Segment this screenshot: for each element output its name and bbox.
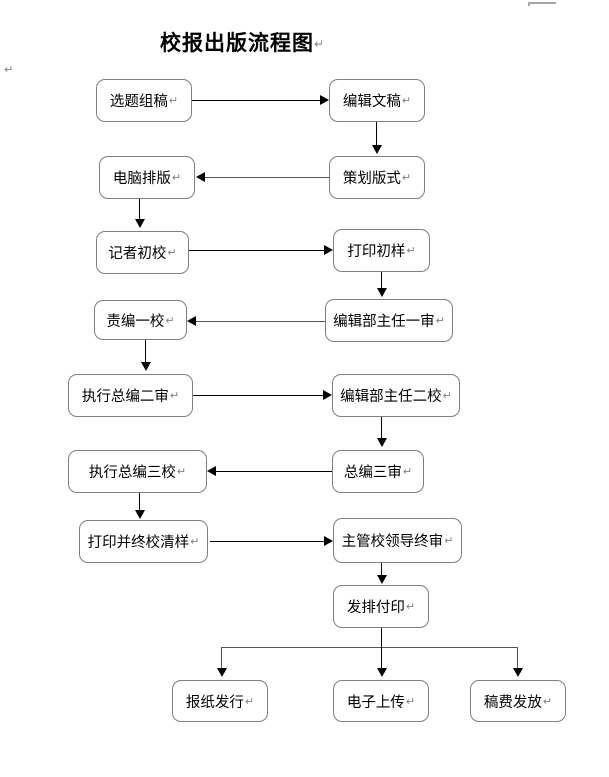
node-pilcrow-mark: ↵ bbox=[402, 465, 413, 478]
node-pilcrow-mark: ↵ bbox=[405, 694, 416, 708]
flow-node-dianzi-shangchuan[interactable]: 电子上传↵ bbox=[333, 680, 429, 722]
edge-arrowhead-diannao-to-jizhe bbox=[135, 219, 145, 228]
flow-node-label: 总编三审 bbox=[343, 465, 402, 481]
edge-arrowhead-jizhe-to-dayin bbox=[324, 245, 333, 255]
node-pilcrow-mark: ↵ bbox=[244, 694, 255, 708]
edge-line-zhuren-yishen-to-zebian bbox=[196, 321, 325, 323]
flow-node-label: 编辑部主任二校 bbox=[340, 389, 442, 405]
node-pilcrow-mark: ↵ bbox=[405, 600, 416, 613]
edge-arrowhead-zhixing-sanjiao-to-dayin-qingyang bbox=[135, 510, 145, 519]
flow-node-label: 责编一校 bbox=[106, 313, 165, 330]
flow-node-label: 执行总编三校 bbox=[88, 465, 176, 481]
node-pilcrow-mark: ↵ bbox=[171, 171, 182, 184]
node-pilcrow-mark: ↵ bbox=[442, 389, 452, 402]
flow-node-label: 记者初校 bbox=[108, 246, 167, 262]
node-pilcrow-mark: ↵ bbox=[176, 465, 187, 478]
edge-arrowhead-cehua-to-diannao bbox=[196, 172, 205, 182]
flow-node-label: 主管校领导终审 bbox=[341, 534, 444, 550]
node-pilcrow-mark: ↵ bbox=[435, 314, 445, 327]
flow-node-label: 策划版式 bbox=[342, 171, 401, 187]
flow-node-zhixing-zongbian-ershen[interactable]: 执行总编二审↵ bbox=[68, 374, 193, 417]
node-pilcrow-mark: ↵ bbox=[401, 94, 412, 107]
page-title-text: 校报出版流程图 bbox=[160, 32, 314, 55]
edge-line-diannao-to-jizhe bbox=[139, 199, 141, 221]
edge-arrowhead-zhuren-erjiao-to-zongbian-sanshen bbox=[377, 438, 387, 447]
edge-arrowhead-branch-to-baozhi bbox=[217, 668, 227, 677]
flow-node-label: 编辑部主任一审 bbox=[333, 314, 435, 330]
node-pilcrow-mark: ↵ bbox=[167, 246, 177, 259]
edge-line-zongbian-sanshen-to-zhixing-sanjiao bbox=[216, 471, 332, 473]
flow-node-zhuguan-xiaolingdao-zhongshen[interactable]: 主管校领导终审↵ bbox=[333, 518, 462, 563]
edge-arrowhead-dayin-to-zhuren-yishen bbox=[377, 288, 387, 297]
flow-node-dayin-chuyang[interactable]: 打印初样↵ bbox=[333, 229, 430, 272]
node-pilcrow-mark: ↵ bbox=[401, 171, 412, 184]
edge-line-zhixing-sanjiao-to-dayin-qingyang bbox=[139, 493, 141, 512]
flow-node-jizhe-chujiao[interactable]: 记者初校↵ bbox=[96, 231, 189, 274]
flow-node-label: 执行总编二审 bbox=[81, 389, 169, 405]
flow-node-label: 发排付印 bbox=[346, 600, 405, 616]
edge-arrowhead-zongbian-sanshen-to-zhixing-sanjiao bbox=[207, 466, 216, 476]
edge-line-fapai-stem bbox=[381, 628, 383, 648]
flow-node-label: 电子上传 bbox=[346, 694, 405, 711]
flow-node-baozhi-faxing[interactable]: 报纸发行↵ bbox=[172, 680, 268, 722]
edge-line-branch-to-baozhi bbox=[221, 647, 223, 670]
flow-node-diannao-paiban[interactable]: 电脑排版↵ bbox=[99, 156, 195, 199]
edge-line-zhuren-erjiao-to-zongbian-sanshen bbox=[381, 417, 383, 439]
edge-line-bianji-to-cehua bbox=[376, 122, 378, 147]
flow-node-gaofei-fafang[interactable]: 稿费发放↵ bbox=[470, 680, 566, 722]
node-pilcrow-mark: ↵ bbox=[406, 244, 416, 257]
flow-node-fapai-fuyin[interactable]: 发排付印↵ bbox=[333, 585, 429, 628]
edge-line-zhuguan-to-fapai bbox=[381, 563, 383, 577]
edge-line-dayin-qingyang-to-zhuguan bbox=[210, 541, 324, 543]
edge-arrowhead-bianji-to-cehua bbox=[372, 145, 382, 154]
flow-node-label: 编辑文稿 bbox=[342, 94, 401, 110]
edge-line-zebian-to-zhixing-ershen bbox=[145, 340, 147, 364]
edge-line-branch-to-gaofei bbox=[517, 647, 519, 670]
flow-node-label: 报纸发行 bbox=[185, 694, 244, 711]
flow-node-bianjibu-zhuren-erjiao[interactable]: 编辑部主任二校↵ bbox=[332, 374, 460, 417]
node-pilcrow-mark: ↵ bbox=[542, 694, 553, 708]
edge-arrowhead-zebian-to-zhixing-ershen bbox=[141, 362, 151, 371]
node-pilcrow-mark: ↵ bbox=[444, 534, 454, 547]
edge-line-branch-to-dianzi bbox=[381, 647, 383, 670]
edge-arrowhead-xuanti-to-bianji bbox=[320, 95, 329, 105]
node-pilcrow-mark: ↵ bbox=[165, 313, 175, 327]
title-pilcrow-mark: ↵ bbox=[314, 37, 326, 51]
flow-node-xuanti-zugao[interactable]: 选题组稿↵ bbox=[96, 79, 192, 122]
edge-line-dayin-to-zhuren-yishen bbox=[381, 272, 383, 290]
edge-arrowhead-dayin-qingyang-to-zhuguan bbox=[324, 536, 333, 546]
flow-node-zhixing-zongbian-sanjiao[interactable]: 执行总编三校↵ bbox=[68, 450, 207, 493]
edge-line-cehua-to-diannao bbox=[205, 177, 329, 179]
flow-node-label: 电脑排版 bbox=[112, 171, 171, 187]
flow-node-label: 打印初样 bbox=[347, 244, 406, 260]
edge-line-jizhe-to-dayin bbox=[189, 250, 324, 252]
node-pilcrow-mark: ↵ bbox=[190, 535, 200, 548]
edge-arrowhead-zhuren-yishen-to-zebian bbox=[187, 316, 196, 326]
edge-arrowhead-zhuguan-to-fapai bbox=[377, 575, 387, 584]
flow-node-cehua-banshi[interactable]: 策划版式↵ bbox=[329, 156, 425, 199]
page-title: 校报出版流程图↵ bbox=[160, 27, 325, 57]
flow-node-label: 选题组稿 bbox=[109, 94, 168, 110]
flow-node-bianji-wengao[interactable]: 编辑文稿↵ bbox=[329, 79, 425, 122]
edge-arrowhead-branch-to-dianzi bbox=[377, 668, 387, 677]
edge-line-branch-bus bbox=[221, 647, 518, 649]
flow-node-zongbian-sanshen[interactable]: 总编三审↵ bbox=[332, 450, 424, 493]
edge-line-xuanti-to-bianji bbox=[192, 100, 320, 102]
flow-node-label: 打印并终校清样 bbox=[87, 535, 190, 551]
page-margin-tick bbox=[528, 2, 556, 6]
edge-arrowhead-branch-to-gaofei bbox=[513, 668, 523, 677]
flow-node-bianjibu-zhuren-yishen[interactable]: 编辑部主任一审↵ bbox=[325, 299, 453, 342]
flow-node-zebian-yijiao[interactable]: 责编一校↵ bbox=[94, 300, 187, 340]
flow-node-label: 稿费发放 bbox=[483, 694, 542, 711]
node-pilcrow-mark: ↵ bbox=[169, 389, 180, 402]
edge-line-zhixing-ershen-to-zhuren-erjiao bbox=[193, 395, 323, 397]
node-pilcrow-mark: ↵ bbox=[168, 94, 179, 107]
margin-pilcrow-mark: ↵ bbox=[4, 64, 14, 76]
edge-arrowhead-zhixing-ershen-to-zhuren-erjiao bbox=[323, 390, 332, 400]
flow-node-dayin-bing-zhongjiao-qingyang[interactable]: 打印并终校清样↵ bbox=[79, 520, 208, 563]
